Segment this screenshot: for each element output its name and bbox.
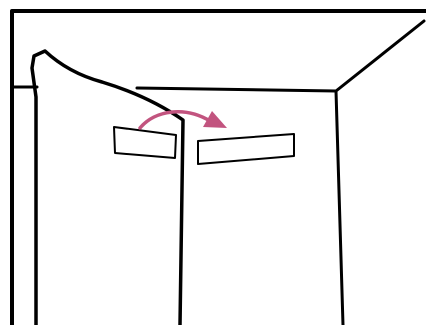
back-wall-right-edge — [336, 91, 343, 325]
right-slat — [198, 134, 294, 164]
room-frame — [12, 11, 426, 325]
left-slat — [114, 127, 176, 158]
back-wall-top-edge — [137, 88, 336, 91]
folding-panel — [32, 51, 183, 325]
ceiling-corner-diagonal — [336, 21, 424, 91]
